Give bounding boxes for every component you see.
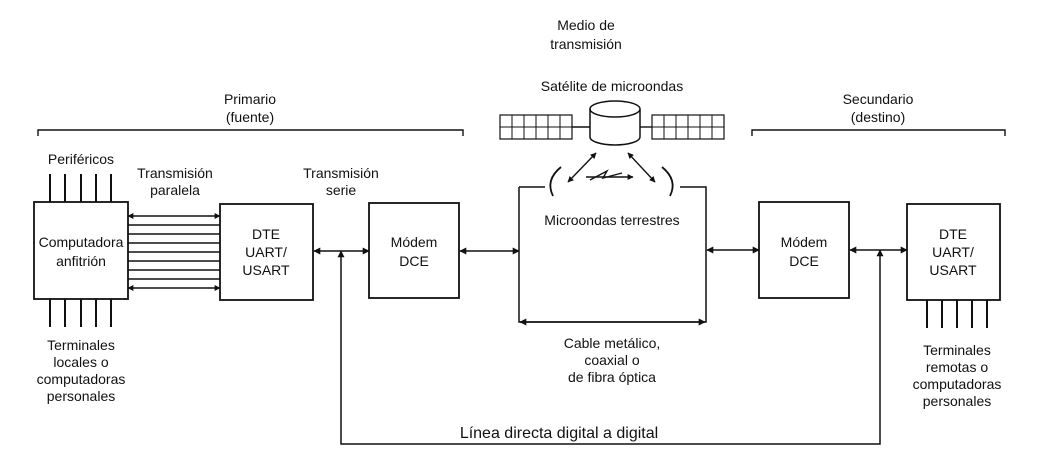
primario-label-line1: Primario bbox=[224, 91, 276, 107]
tx-paralela-label-line1: Transmisión bbox=[137, 165, 213, 181]
tx-serie-label-line2: serie bbox=[326, 182, 357, 198]
primario-label-line2: (fuente) bbox=[226, 109, 274, 125]
computadora-label-line2: anfitrión bbox=[56, 253, 106, 269]
terrestrial-microwave-icon bbox=[549, 152, 674, 197]
terminales-locales-line1: Terminales bbox=[47, 337, 115, 353]
modem-right-line2: DCE bbox=[789, 253, 819, 269]
modem-right-box bbox=[758, 201, 850, 299]
tx-paralela-label-line2: paralela bbox=[150, 182, 200, 198]
modem-left-line1: Módem bbox=[391, 234, 438, 250]
terminales-locales-line4: personales bbox=[47, 388, 116, 404]
dte-left-line2: UART/ bbox=[245, 244, 287, 260]
satelite-label: Satélite de microondas bbox=[541, 78, 683, 94]
cable-label-line2: coaxial o bbox=[584, 352, 639, 368]
terminales-remotas-line1: Terminales bbox=[923, 342, 991, 358]
transmission-medium-box bbox=[518, 186, 707, 323]
modem-left-line2: DCE bbox=[399, 253, 429, 269]
dte-left-line1: DTE bbox=[252, 226, 280, 242]
terminales-remotas-line3: computadoras bbox=[913, 376, 1002, 392]
primario-brace bbox=[37, 129, 464, 136]
dte-left-box bbox=[219, 203, 314, 301]
medio-label-line1: Medio de bbox=[557, 17, 615, 33]
medio-label-line2: transmisión bbox=[550, 36, 622, 52]
linea-directa-label: Línea directa digital a digital bbox=[460, 425, 658, 442]
dte-right-line3: USART bbox=[929, 262, 977, 278]
terminales-remotas-lines bbox=[926, 300, 988, 328]
terminales-remotas-line4: personales bbox=[923, 393, 992, 409]
secundario-brace bbox=[751, 129, 1006, 136]
dte-right-line1: DTE bbox=[939, 226, 967, 242]
computadora-label-line1: Computadora bbox=[39, 234, 124, 250]
dte-right-line2: UART/ bbox=[932, 244, 974, 260]
host-computer-box bbox=[33, 201, 129, 300]
modem-right-line1: Módem bbox=[781, 234, 828, 250]
terminales-locales-line2: locales o bbox=[53, 354, 108, 370]
terminales-locales-line3: computadoras bbox=[37, 371, 126, 387]
microondas-terrestres-label: Microondas terrestres bbox=[544, 212, 679, 228]
secundario-label-line1: Secundario bbox=[843, 91, 914, 107]
dte-right-box bbox=[906, 203, 1001, 301]
direct-digital-line bbox=[337, 249, 884, 445]
parallel-bus-lines bbox=[127, 213, 221, 291]
cable-label-line3: de fibra óptica bbox=[568, 369, 656, 385]
modem-left-box bbox=[368, 202, 460, 299]
dte-left-line3: USART bbox=[242, 262, 290, 278]
perifericos-lines bbox=[49, 174, 112, 202]
cable-label-line1: Cable metálico, bbox=[564, 335, 661, 351]
terminales-locales-lines bbox=[49, 299, 112, 327]
terminales-remotas-line2: remotas o bbox=[926, 359, 988, 375]
perifericos-label: Periféricos bbox=[48, 151, 114, 167]
tx-serie-label-line1: Transmisión bbox=[303, 165, 379, 181]
secundario-label-line2: (destino) bbox=[851, 109, 905, 125]
satellite-icon bbox=[499, 100, 725, 146]
